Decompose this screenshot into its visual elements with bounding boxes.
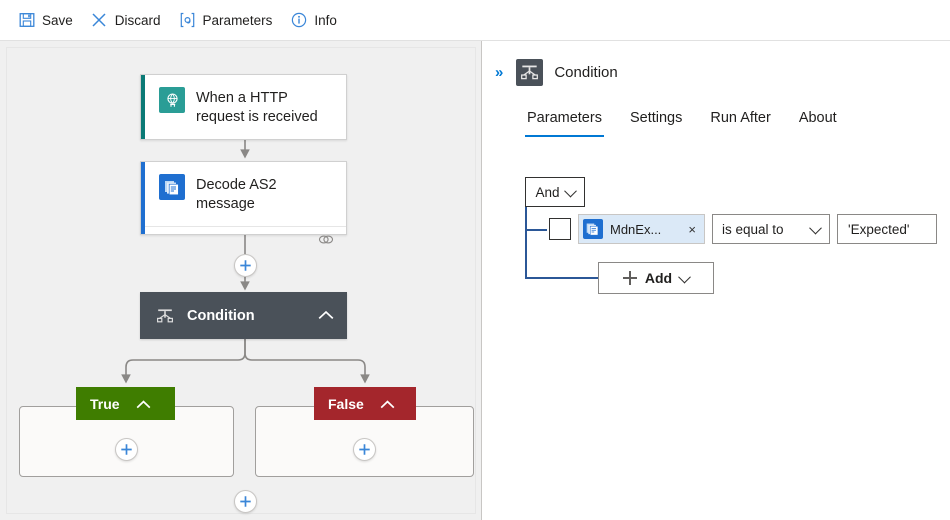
add-condition-button[interactable]: Add [598, 262, 714, 294]
condition-operator-dropdown[interactable]: is equal to [712, 214, 830, 244]
tab-about[interactable]: About [798, 110, 837, 126]
chevron-down-icon [809, 221, 822, 234]
node-footer [141, 226, 346, 254]
panel-tabs: Parameters Settings Run After About [483, 86, 950, 137]
token-label: MdnEx... [610, 221, 662, 237]
info-button[interactable]: Info [284, 7, 347, 34]
save-icon [18, 12, 35, 29]
workflow-canvas[interactable]: When a HTTP request is received D [0, 41, 482, 520]
plus-icon [622, 271, 637, 285]
parameters-label: Parameters [202, 12, 273, 28]
chevron-up-icon[interactable] [318, 308, 334, 323]
node-header: When a HTTP request is received [141, 75, 346, 139]
link-icon[interactable] [318, 233, 334, 249]
plus-icon [240, 260, 251, 271]
collapse-panel-icon[interactable]: » [495, 64, 503, 81]
condition-tree-branch [525, 229, 547, 231]
chevron-up-icon[interactable] [380, 396, 395, 412]
save-label: Save [42, 12, 73, 28]
node-title: Decode AS2 message [196, 177, 277, 212]
plus-icon [240, 496, 251, 507]
condition-operator-value: is equal to [722, 221, 784, 237]
save-button[interactable]: Save [12, 7, 83, 34]
as2-decode-icon [583, 219, 603, 239]
add-action-button-false[interactable] [353, 438, 376, 461]
node-accent-bar [141, 75, 145, 139]
node-title: When a HTTP request is received [196, 90, 318, 125]
discard-button[interactable]: Discard [85, 7, 171, 34]
add-condition-label: Add [644, 270, 673, 286]
as2-decode-icon [159, 174, 185, 200]
tab-run-after[interactable]: Run After [710, 110, 771, 126]
node-when-http-request-received[interactable]: When a HTTP request is received [140, 74, 347, 140]
group-operator-dropdown[interactable]: And [525, 177, 585, 207]
add-step-button[interactable] [234, 254, 257, 277]
details-panel: » Condition Parameters Settings Run Afte… [483, 41, 950, 520]
parameters-button[interactable]: Parameters [173, 7, 283, 34]
canvas-surface: When a HTTP request is received D [6, 47, 476, 514]
chevron-down-icon [678, 270, 691, 283]
http-request-icon [159, 87, 185, 113]
condition-row-checkbox[interactable] [549, 218, 571, 240]
plus-icon [359, 444, 370, 455]
condition-scale-icon [155, 306, 175, 326]
node-header: Decode AS2 message [141, 162, 346, 226]
panel-title: Condition [554, 64, 618, 81]
branch-badge-true[interactable]: True [76, 387, 175, 420]
node-title: Condition [187, 307, 255, 324]
tab-settings[interactable]: Settings [629, 110, 683, 126]
condition-tree-line [525, 207, 527, 278]
condition-left-operand[interactable]: MdnEx... × [578, 214, 705, 244]
info-label: Info [314, 12, 337, 28]
panel-header: » Condition [483, 41, 950, 86]
branch-label-true: True [90, 395, 120, 412]
add-step-button-bottom[interactable] [234, 490, 257, 513]
chevron-up-icon[interactable] [136, 396, 151, 412]
branch-label-false: False [328, 395, 364, 412]
toolbar: Save Discard Parameters [0, 0, 950, 41]
discard-icon [91, 12, 108, 29]
condition-row: MdnEx... × is equal to 'Expected' [549, 214, 937, 244]
chevron-down-icon [563, 184, 577, 197]
remove-token-icon[interactable]: × [688, 221, 696, 237]
info-icon [290, 12, 307, 29]
condition-tree-branch-add [525, 277, 600, 279]
node-decode-as2-message[interactable]: Decode AS2 message [140, 161, 347, 243]
group-operator-value: And [535, 184, 560, 200]
node-condition[interactable]: Condition [140, 292, 347, 339]
condition-value-input[interactable]: 'Expected' [837, 214, 937, 244]
parameters-icon [179, 12, 196, 29]
condition-scale-icon [516, 59, 544, 86]
plus-icon [121, 444, 132, 455]
tab-parameters[interactable]: Parameters [513, 106, 616, 137]
branch-badge-false[interactable]: False [314, 387, 416, 420]
discard-label: Discard [114, 12, 161, 28]
condition-value-text: 'Expected' [848, 221, 910, 237]
node-accent-bar [141, 162, 145, 234]
add-action-button-true[interactable] [115, 438, 138, 461]
